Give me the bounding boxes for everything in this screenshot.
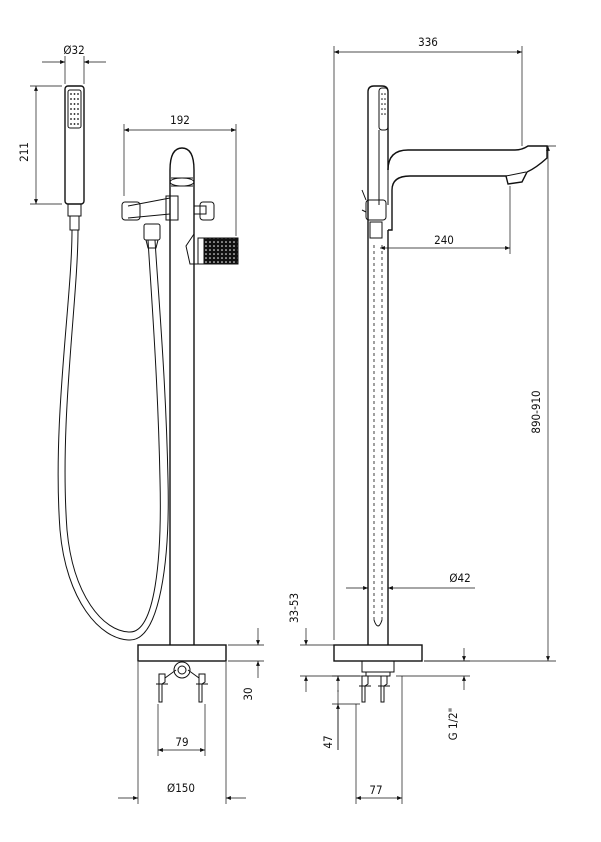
dim-h-base-front-label: 30 [241, 687, 255, 700]
dim-h-total: 890-910 [424, 145, 556, 662]
dim-h-handshower-label: 211 [17, 142, 31, 162]
spout [387, 145, 548, 231]
dim-w-feet-side: 77 [355, 676, 403, 804]
dim-w-total: 336 [333, 35, 523, 640]
dim-w-body: 192 [123, 113, 237, 236]
dim-w-spout-label: 240 [434, 233, 454, 247]
dim-thread-label: G 1/2" [446, 708, 460, 741]
dim-w-total-label: 336 [418, 35, 438, 49]
dim-h-handshower: 211 [17, 85, 62, 205]
hand-shower [64, 85, 85, 231]
dim-h-base-adj-label: 33-53 [287, 593, 301, 623]
dim-w-feet-label: 79 [175, 735, 188, 749]
dim-h-feet-side-label: 47 [321, 735, 335, 748]
dim-w-feet-side-label: 77 [369, 783, 382, 797]
front-base [137, 644, 227, 703]
side-base [333, 644, 423, 703]
mixer-body [121, 147, 239, 645]
dim-h-base-adj: 33-53 [287, 593, 362, 692]
dim-d-column-label: Ø42 [449, 571, 470, 585]
dim-w-feet: 79 [157, 704, 206, 756]
dim-d-base-label: Ø150 [167, 781, 195, 795]
hose [57, 229, 169, 641]
dim-h-base-front: 30 [228, 628, 264, 701]
dim-w-spout: 240 [380, 186, 511, 254]
side-view [333, 85, 548, 703]
dim-d-handshower: Ø32 [42, 43, 106, 84]
front-view [57, 85, 239, 703]
dim-h-total-label: 890-910 [529, 390, 543, 433]
dim-d-column: Ø42 [346, 571, 475, 590]
dim-thread: G 1/2" [396, 648, 470, 740]
dim-h-feet-side: 47 [321, 675, 360, 750]
side-column [361, 85, 389, 645]
dim-d-base: Ø150 [118, 662, 246, 804]
dim-w-body-label: 192 [170, 113, 190, 127]
dim-d-handshower-label: Ø32 [63, 43, 84, 57]
